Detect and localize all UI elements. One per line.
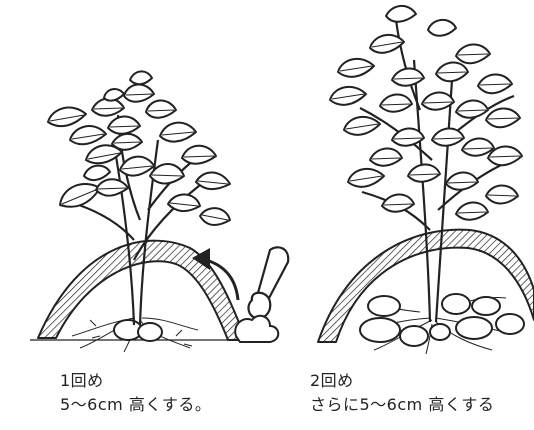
tuber-1b	[138, 323, 162, 341]
tubers-2	[360, 294, 524, 346]
caption-first-title: 1回め	[60, 369, 211, 393]
trowel-icon	[249, 247, 289, 318]
second-hilling-figure	[318, 6, 534, 354]
leaves-2	[330, 6, 522, 220]
stems-1	[70, 115, 210, 325]
first-hilling-figure	[30, 71, 288, 352]
caption-first-description: 5～6cm 高くする。	[60, 393, 211, 417]
soil-pile	[235, 316, 278, 342]
caption-second-title: 2回め	[310, 369, 494, 393]
caption-second-hilling: 2回め さらに5～6cm 高くする	[310, 369, 494, 417]
caption-first-hilling: 1回め 5～6cm 高くする。	[60, 369, 211, 417]
caption-second-description: さらに5～6cm 高くする	[310, 393, 494, 417]
hilling-illustration	[0, 0, 534, 360]
